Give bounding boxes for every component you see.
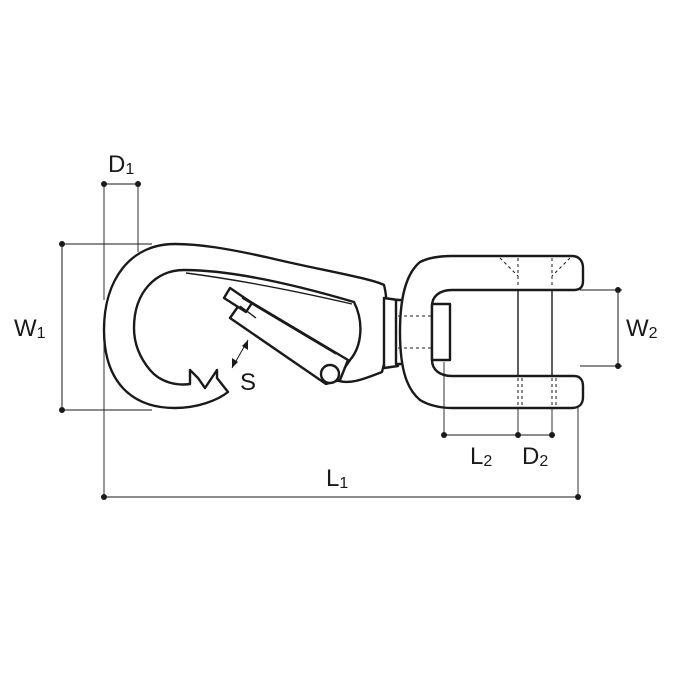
dimension-terminator — [135, 181, 141, 187]
l1-label: L1 — [326, 465, 348, 492]
hook-spine-inner — [185, 272, 353, 305]
w2-label: W2 — [626, 315, 658, 342]
d2-label: D2 — [522, 443, 548, 470]
hidden-line — [499, 257, 519, 277]
dimension-terminator — [441, 432, 447, 438]
w1-label: W1 — [14, 315, 46, 342]
s-label: S — [240, 369, 256, 396]
dimension-terminator — [59, 407, 65, 413]
hook-body — [102, 242, 389, 410]
l2-label: L2 — [470, 443, 492, 470]
dimension-terminator — [515, 432, 521, 438]
dimension-terminator — [59, 241, 65, 247]
dimension-terminator — [615, 363, 621, 369]
clevis-inner-block — [430, 302, 452, 362]
swivel-neck — [382, 296, 400, 370]
gate-edge-line — [239, 305, 257, 319]
dimension-arrow — [242, 340, 248, 350]
dimension-arrow — [232, 358, 238, 368]
dimension-terminator — [615, 287, 621, 293]
dimension-terminator — [549, 432, 555, 438]
d1-label: D1 — [108, 151, 134, 178]
dimension-terminator — [101, 181, 107, 187]
dimension-terminator — [101, 494, 107, 500]
gate-inner-line — [241, 297, 337, 355]
hidden-line — [551, 257, 571, 277]
clevis-fork — [398, 254, 585, 410]
dimension-terminator — [575, 494, 581, 500]
gate-tip — [222, 286, 254, 314]
gate-pivot-rivet — [319, 363, 341, 385]
